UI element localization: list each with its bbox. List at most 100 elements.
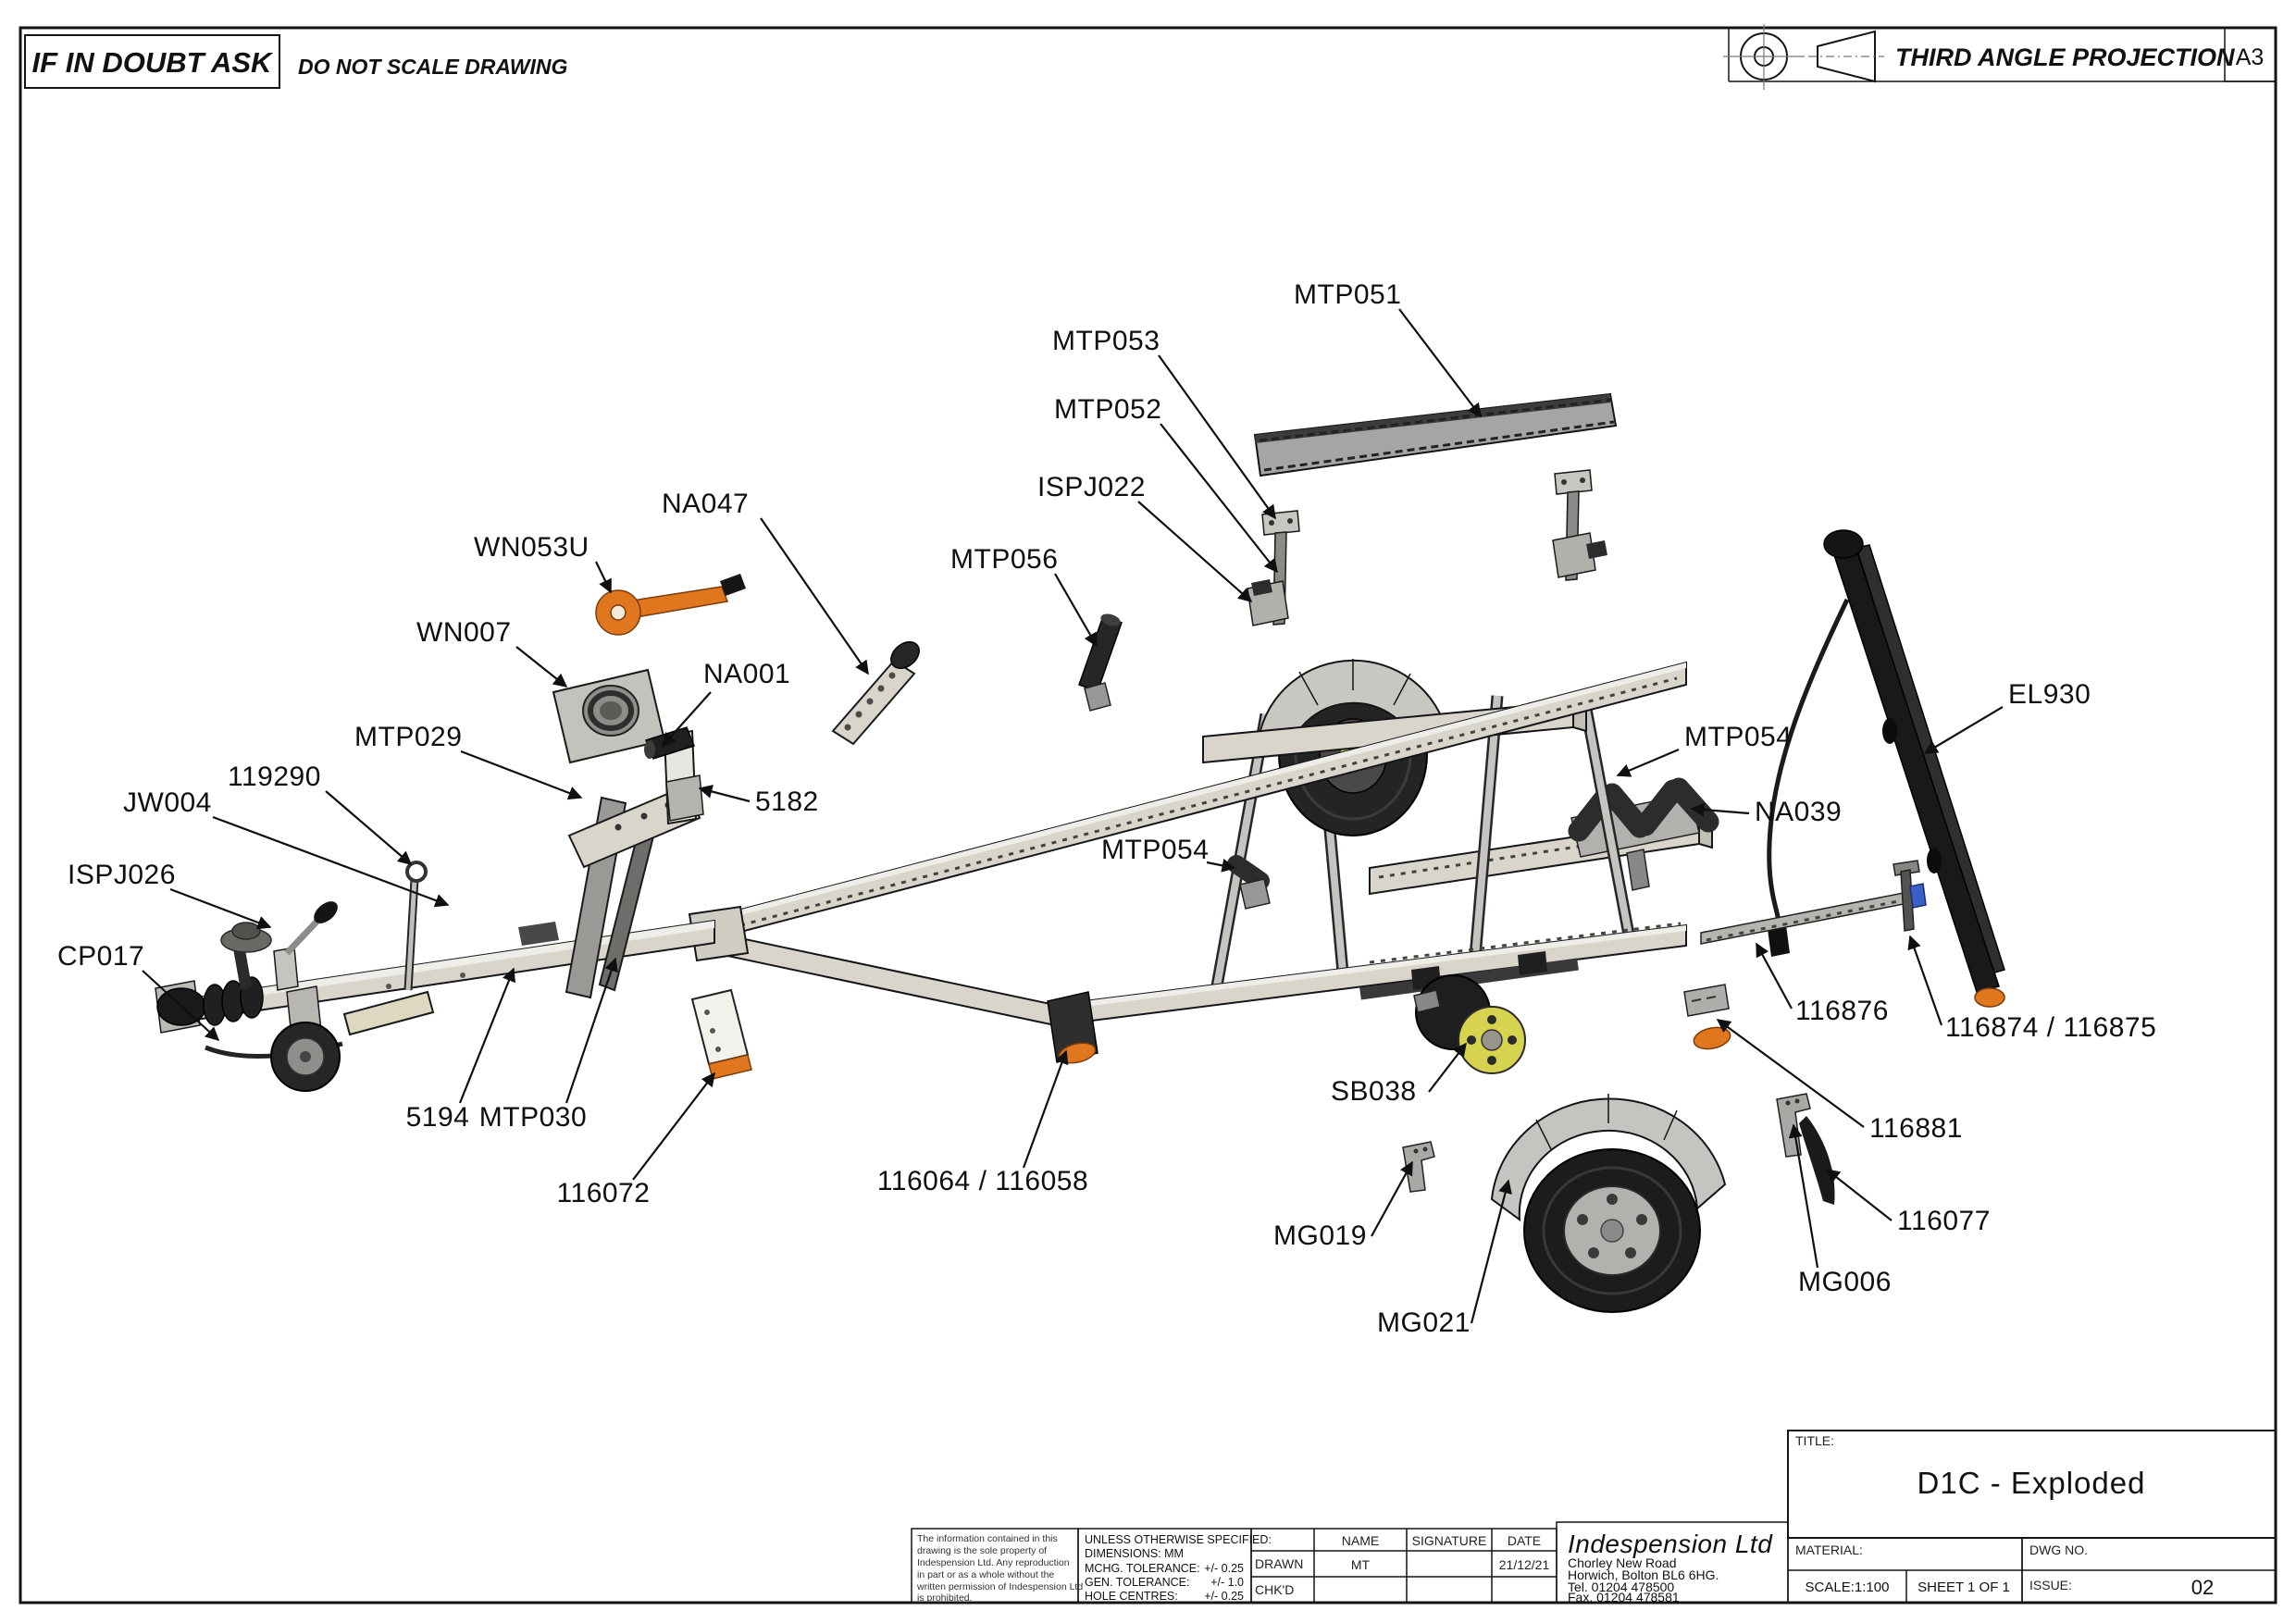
leader-sb038	[1428, 1042, 1467, 1093]
part-label-mtp051: MTP051	[1294, 279, 1401, 310]
part-strap-na047	[831, 640, 920, 746]
row-chkd-label: CHK'D	[1255, 1582, 1294, 1597]
tolerance-value-5: +/- 0.25	[1204, 1590, 1244, 1603]
part-label-sb038: SB038	[1331, 1076, 1417, 1107]
disclaimer-line-5: written permission of Indespension Ltd	[916, 1581, 1083, 1592]
warning-do-not-scale: DO NOT SCALE DRAWING	[298, 55, 567, 79]
part-label-na047: NA047	[662, 489, 749, 519]
drawn-date: 21/12/21	[1499, 1557, 1550, 1572]
part-label-mtp053: MTP053	[1052, 326, 1160, 356]
part-winch-handle-wn053u	[595, 574, 746, 636]
leader-wn007	[515, 646, 568, 688]
header-right: THIRD ANGLE PROJECTION A3	[1723, 24, 2277, 90]
leader-mtp053	[1158, 354, 1276, 520]
leader-mg019	[1371, 1160, 1413, 1237]
leader-mtp029	[460, 750, 583, 800]
leader-116876	[1756, 942, 1793, 1010]
part-labels-layer: MTP051MTP053MTP052ISPJ022MTP056NA047WN05…	[57, 279, 2156, 1338]
part-label-116077: 116077	[1897, 1206, 1991, 1236]
part-label-116881: 116881	[1869, 1113, 1963, 1144]
warning-if-in-doubt: IF IN DOUBT ASK	[32, 46, 275, 79]
tolerance-value-4: +/- 1.0	[1210, 1576, 1244, 1589]
leader-ispj022	[1137, 501, 1253, 602]
leader-mg006	[1788, 1123, 1819, 1269]
title-block: TITLE: D1C - Exploded MATERIAL: DWG NO. …	[911, 1430, 2277, 1604]
leader-5182	[698, 785, 751, 803]
leader-na039	[1690, 802, 1750, 817]
part-label-na001: NA001	[703, 659, 790, 689]
title-label: TITLE:	[1795, 1433, 1834, 1448]
leader-mtp056	[1054, 573, 1098, 648]
header-left: IF IN DOUBT ASK DO NOT SCALE DRAWING	[24, 34, 567, 89]
part-slide-bar-116876	[1700, 891, 1909, 945]
part-roller-mtp056	[1078, 613, 1123, 712]
part-winch-wn007	[552, 668, 666, 764]
part-label-cp017: CP017	[57, 941, 144, 972]
tolerance-line-5: HOLE CENTRES:	[1085, 1590, 1178, 1603]
disclaimer-line-6: is prohibited.	[917, 1592, 973, 1604]
leader-mtp030	[565, 957, 618, 1104]
part-label-mtp054-rear: MTP054	[1684, 722, 1792, 752]
part-keel-support-5194	[342, 990, 435, 1036]
company-name: Indespension Ltd	[1568, 1530, 1773, 1558]
leader-mtp051	[1398, 308, 1482, 418]
row-drawn-label: DRAWN	[1255, 1556, 1303, 1571]
part-bracket-116064	[1047, 991, 1098, 1064]
leader-el930	[1923, 706, 2004, 754]
part-jockey-jw004	[270, 901, 341, 1092]
part-near-rail	[688, 905, 1687, 1027]
col-name: NAME	[1342, 1533, 1379, 1548]
leader-5194	[458, 967, 515, 1104]
leader-ispj026	[169, 887, 272, 930]
part-bunk-pole-rear	[1552, 469, 1607, 581]
part-bracket-mg019	[1402, 1141, 1435, 1193]
tolerance-line-4: GEN. TOLERANCE:	[1085, 1576, 1189, 1589]
part-label-wn007: WN007	[416, 617, 512, 648]
leader-na001	[661, 691, 712, 748]
part-label-ispj022: ISPJ022	[1037, 472, 1146, 502]
leader-na047	[760, 517, 869, 675]
part-road-wheel	[1523, 1148, 1701, 1313]
part-label-mtp030: MTP030	[479, 1102, 587, 1133]
part-label-119290: 119290	[228, 762, 321, 792]
leader-mtp052	[1160, 423, 1278, 574]
dwg-no-label: DWG NO.	[2029, 1542, 2088, 1557]
paper-size: A3	[2236, 44, 2265, 70]
part-label-116874-116875: 116874 / 116875	[1945, 1012, 2156, 1043]
col-date: DATE	[1508, 1533, 1541, 1548]
leader-116072	[632, 1072, 715, 1181]
part-roller-mtp054	[1227, 855, 1271, 910]
part-label-mg019: MG019	[1273, 1220, 1367, 1251]
part-bracket-5182	[663, 729, 704, 825]
leader-116881	[1716, 1019, 1865, 1128]
scale-value: SCALE:1:100	[1806, 1580, 1890, 1595]
leader-116064-116058	[1022, 1049, 1069, 1169]
leader-mg021	[1470, 1179, 1512, 1324]
leader-mtp054-rear	[1616, 748, 1680, 777]
part-label-116876: 116876	[1795, 996, 1889, 1026]
part-label-mtp056: MTP056	[950, 544, 1058, 575]
drawing-title: D1C - Exploded	[1917, 1466, 2146, 1500]
part-label-116072: 116072	[557, 1178, 651, 1208]
drawn-name: MT	[1351, 1557, 1371, 1572]
part-bunk-board-mtp051	[1253, 392, 1618, 477]
leader-cp017	[142, 970, 220, 1042]
part-mudguard-mg021	[1490, 1094, 1727, 1222]
part-label-na039: NA039	[1755, 797, 1842, 827]
part-label-jw004: JW004	[123, 787, 212, 818]
sheet-value: SHEET 1 OF 1	[1917, 1580, 2010, 1595]
leader-wn053u	[595, 561, 612, 594]
part-label-116064-116058: 116064 / 116058	[877, 1166, 1088, 1196]
disclaimer-line-2: drawing is the sole property of	[917, 1545, 1047, 1556]
tolerance-line-3: MCHG. TOLERANCE:	[1085, 1562, 1200, 1575]
part-label-5194: 5194	[406, 1102, 470, 1133]
part-label-el930: EL930	[2008, 679, 2091, 710]
part-label-mg021: MG021	[1377, 1307, 1471, 1338]
part-label-ispj026: ISPJ026	[68, 860, 176, 890]
tolerance-line-2: DIMENSIONS: MM	[1085, 1547, 1184, 1560]
leader-116874-116875	[1907, 935, 1943, 1026]
col-signature: SIGNATURE	[1412, 1533, 1487, 1548]
company-address-3: Tel. 01204 478500	[1568, 1580, 1674, 1594]
projection-label: THIRD ANGLE PROJECTION	[1895, 43, 2235, 71]
